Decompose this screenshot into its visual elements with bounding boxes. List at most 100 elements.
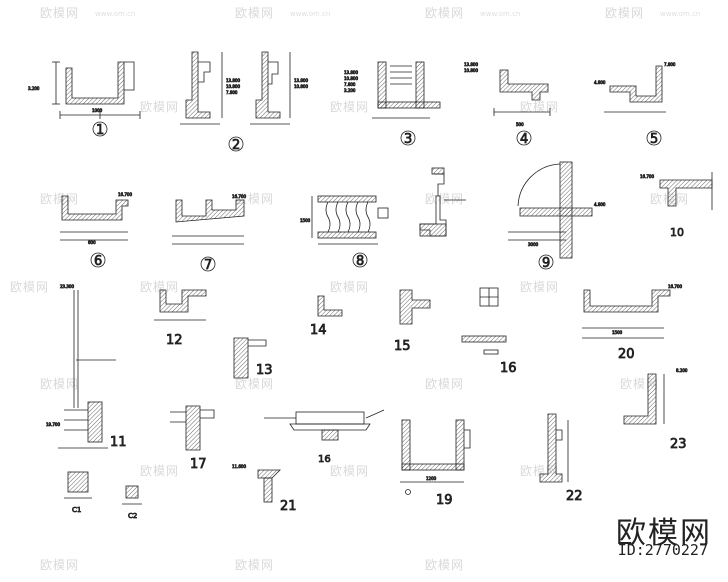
detail-11-column	[58, 290, 116, 449]
watermark: 欧模网	[40, 377, 80, 391]
elev-label: 3.200	[28, 86, 40, 91]
elev-label: 13.800	[344, 70, 358, 75]
detail-8-side-section	[419, 167, 466, 237]
detail-20-section	[582, 289, 671, 339]
watermark: 欧模网	[330, 100, 370, 114]
watermark: 欧模网	[425, 192, 465, 206]
watermark-url: www.om.cn	[480, 10, 521, 18]
detail-3-section	[372, 61, 441, 119]
detail-9-number: 9	[542, 256, 550, 271]
detail-13-section	[233, 337, 267, 379]
watermark: 欧模网	[140, 280, 180, 294]
detail-14-section	[317, 295, 343, 317]
watermark: 欧模网	[235, 558, 275, 572]
elev-label: 4.800	[594, 80, 606, 85]
detail-17-number: 17	[190, 457, 207, 472]
watermark: 欧模网	[330, 280, 370, 294]
elev-label: 7.800	[664, 62, 676, 67]
watermark: 欧模网	[235, 377, 275, 391]
detail-4-number: 4	[520, 132, 528, 147]
detail-5-number: 5	[650, 132, 658, 147]
elev-label: 10.800	[294, 84, 308, 89]
detail-4-section	[493, 69, 551, 116]
elev-label: 16.700	[232, 194, 246, 199]
watermark: 欧模网	[520, 280, 560, 294]
watermark: 欧模网	[40, 192, 80, 206]
watermark-url: www.om.cn	[660, 10, 701, 18]
watermark: 欧模网	[235, 192, 275, 206]
elev-label: 4.800	[594, 202, 606, 207]
watermark: 欧模网	[330, 464, 370, 478]
detail-5-section	[604, 65, 666, 113]
detail-15-section	[399, 289, 431, 325]
column-c1-label: C1	[72, 506, 81, 514]
elev-label: 7.800	[226, 90, 238, 95]
detail-21-section	[257, 469, 281, 503]
detail-23-section	[623, 373, 665, 425]
detail-16-window	[461, 287, 507, 355]
dim-label: 600	[88, 240, 96, 245]
watermark: 欧模网	[425, 377, 465, 391]
elev-label: 10.800	[344, 76, 358, 81]
watermark: 欧模网	[235, 6, 275, 20]
detail-17-section	[170, 405, 215, 451]
watermark: 欧模网	[40, 558, 80, 572]
elev-label: 10.800	[226, 84, 240, 89]
detail-7-section	[172, 199, 245, 245]
detail-2-section	[180, 51, 291, 125]
dim-label: 1500	[300, 218, 311, 223]
detail-22-section	[539, 413, 569, 483]
elev-label: 10.800	[464, 68, 478, 73]
dim-label: 1200	[426, 476, 437, 481]
detail-11-number: 11	[110, 435, 127, 450]
detail-2-number: 2	[232, 138, 240, 153]
elev-label: 13.800	[464, 62, 478, 67]
brand-logo: 欧模网	[616, 516, 712, 551]
watermark: 欧模网	[520, 100, 560, 114]
watermark: 欧模网	[40, 6, 80, 20]
watermark: 欧模网	[10, 280, 50, 294]
detail-14-number: 14	[310, 323, 327, 338]
dim-label: 1500	[612, 330, 623, 335]
elev-label: 7.800	[344, 82, 356, 87]
detail-9-door	[508, 161, 593, 259]
detail-16b-number: 16	[318, 454, 331, 465]
detail-19-section	[400, 419, 471, 495]
detail-21-number: 21	[280, 499, 297, 514]
elev-label: 16.700	[668, 284, 682, 289]
watermark: 欧模网	[140, 464, 180, 478]
detail-1-section	[52, 61, 141, 119]
detail-16-cornice	[264, 409, 385, 441]
elev-label: 23.300	[60, 284, 74, 289]
detail-1-number: 1	[96, 123, 104, 138]
detail-3-number: 3	[404, 132, 412, 147]
elev-label: 16.700	[118, 192, 132, 197]
detail-15-number: 15	[394, 339, 411, 354]
elev-label: 3.200	[344, 88, 356, 93]
column-c1	[64, 471, 92, 499]
elev-label: 16.700	[640, 174, 654, 179]
detail-16-number: 16	[500, 361, 517, 376]
watermark-url: www.om.cn	[290, 10, 331, 18]
detail-23-number: 23	[670, 437, 687, 452]
dim-label: 1000	[92, 108, 103, 113]
column-c2-label: C2	[128, 512, 137, 520]
detail-12-section	[154, 289, 207, 321]
elev-label: 19.700	[46, 422, 60, 427]
detail-10-number: 10	[670, 226, 684, 239]
elev-label: 8.200	[676, 368, 688, 373]
dim-label: 500	[516, 122, 524, 127]
watermark-url: www.om.cn	[95, 10, 136, 18]
detail-6-section	[60, 195, 129, 241]
watermark: 欧模网	[425, 558, 465, 572]
detail-8-number: 8	[356, 254, 364, 269]
detail-8-balustrade	[311, 195, 389, 245]
watermark: 欧模网	[425, 6, 465, 20]
dim-label: 3000	[528, 242, 539, 247]
detail-7-number: 7	[204, 258, 212, 273]
detail-20-number: 20	[618, 347, 635, 362]
watermark: 欧模网	[605, 6, 645, 20]
column-c2	[122, 485, 142, 505]
detail-22-number: 22	[566, 489, 583, 504]
